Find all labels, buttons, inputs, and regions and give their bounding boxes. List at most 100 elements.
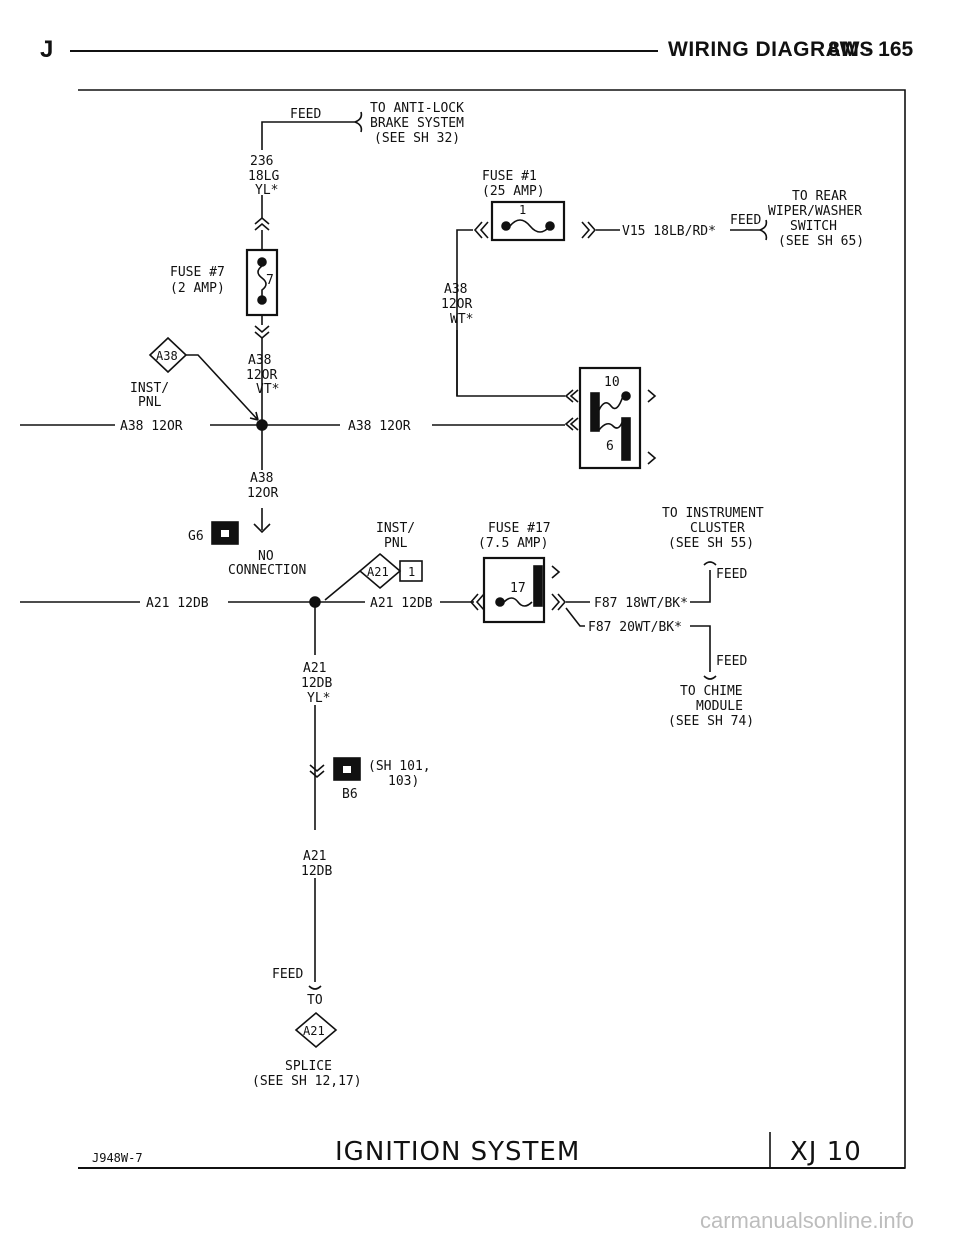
rear-wiper-line-4: (SEE SH 65) — [778, 234, 864, 249]
rear-wiper-line-1: TO REAR — [792, 189, 847, 204]
b6-ref-line-1: (SH 101, — [368, 759, 431, 774]
connector-chevron-top-1 — [254, 216, 270, 231]
header-title: WIRING DIAGRAMS — [668, 38, 874, 61]
f87-20-feed — [690, 625, 711, 672]
fuse7-terminal-top — [257, 257, 267, 267]
splice-feed-label: FEED — [272, 967, 303, 982]
fuse1-element — [509, 219, 551, 233]
g6-label: G6 — [188, 529, 204, 544]
header-page-number: 8W - 165 — [828, 38, 914, 61]
fuse1-right-connector — [581, 221, 597, 239]
conn-right-chevron-top — [647, 389, 657, 403]
conn-left-chevron-top — [564, 389, 579, 403]
connector-pin-6: 6 — [606, 439, 614, 454]
top-feed-label: FEED — [290, 107, 321, 122]
chime-line-2: MODULE — [696, 699, 743, 714]
a21-down2-label: A21 — [303, 849, 326, 864]
fuse1-a38-color: WT* — [450, 312, 473, 327]
a38-inst-arrow — [249, 411, 259, 421]
b6-label: B6 — [342, 787, 358, 802]
conn-right-bar — [621, 417, 631, 461]
fuse1-label: FUSE #1 — [482, 169, 537, 184]
a38-below-gauge: 12OR — [247, 486, 278, 501]
a38-left-wire-label: A38 12OR — [120, 419, 183, 434]
fuse17-label: FUSE #17 — [488, 521, 551, 536]
instr-feed-label: FEED — [716, 567, 747, 582]
a21-pin-number: 1 — [408, 565, 415, 579]
watermark: carmanualsonline.info — [700, 1208, 914, 1233]
fuse17-bar — [533, 565, 543, 607]
a21-down-label: A21 — [303, 661, 326, 676]
fuse7-rating: (2 AMP) — [170, 281, 225, 296]
f87-18-label: F87 18WT/BK* — [594, 596, 688, 611]
no-connection-line-1: NO — [258, 549, 274, 564]
rear-wiper-line-2: WIPER/WASHER — [768, 204, 862, 219]
v15-feed-label: FEED — [730, 213, 761, 228]
a21-pin-box — [399, 560, 423, 582]
v15-feed-arrow — [759, 219, 768, 241]
fuse17-dot-left — [495, 597, 505, 607]
splice-diamond-label: A21 — [303, 1024, 325, 1038]
chime-line-3: (SEE SH 74) — [668, 714, 754, 729]
a21-down-gauge: 12DB — [301, 676, 332, 691]
fuse17-right-top — [551, 565, 561, 579]
connector-chevron-bottom-1 — [254, 325, 270, 340]
splice-to-label: TO — [307, 993, 323, 1008]
a21-down2-gauge: 12DB — [301, 864, 332, 879]
chime-line-1: TO CHIME — [680, 684, 743, 699]
footer-code: J948W-7 — [92, 1151, 143, 1165]
rear-wiper-line-3: SWITCH — [790, 219, 837, 234]
instr-line-1: TO INSTRUMENT — [662, 506, 764, 521]
a21-down-color: YL* — [307, 691, 330, 706]
wire-236-gauge: 18LG — [248, 169, 279, 184]
abs-feed-wire — [261, 121, 355, 150]
f87-20-wire — [565, 607, 585, 627]
v15-wire-label: V15 18LB/RD* — [622, 224, 716, 239]
conn-right-chevron-bottom — [647, 451, 657, 465]
a21-mid-wire-label: A21 12DB — [370, 596, 433, 611]
page-frame — [78, 89, 906, 1169]
wire-236-label: 236 — [250, 154, 273, 169]
fuse17-element — [503, 597, 533, 607]
fuse1-box — [490, 200, 566, 242]
instr-feed-arrow — [703, 561, 717, 566]
fuse1-rating: (25 AMP) — [482, 184, 545, 199]
a21-left-wire-label: A21 12DB — [146, 596, 209, 611]
fuse17-rating: (7.5 AMP) — [478, 536, 548, 551]
chime-feed-arrow — [703, 675, 717, 680]
a21-inst-wire — [324, 570, 361, 601]
fuse1-a38-label: A38 — [444, 282, 467, 297]
header-letter: J — [40, 36, 54, 63]
conn-element-2 — [598, 419, 624, 431]
chime-feed-label: FEED — [716, 654, 747, 669]
fuse17-right-connector — [551, 593, 567, 611]
footer-model: XJ 10 — [790, 1137, 862, 1167]
fuse7-number: 7 — [266, 273, 274, 288]
a38-pnl-label: PNL — [138, 395, 162, 410]
abs-line-3: (SEE SH 32) — [374, 131, 460, 146]
a21-pnl-label: PNL — [384, 536, 408, 551]
b6-ref-line-2: 103) — [388, 774, 419, 789]
conn-element — [598, 395, 624, 411]
b6-chevron — [309, 764, 325, 779]
header-rule — [70, 50, 658, 52]
fuse1-a38-gauge: 12OR — [441, 297, 472, 312]
fuse7-terminal-bottom — [257, 295, 267, 305]
abs-feed-arrow — [354, 111, 363, 133]
g6-no-connect-symbol — [253, 508, 271, 534]
connector-pin-10: 10 — [604, 375, 620, 390]
fuse1-terminal-left — [501, 221, 511, 231]
splice-feed-arrow — [308, 985, 322, 990]
fuse7-element — [257, 265, 267, 296]
fuse17-left-connector — [469, 593, 485, 611]
conn-left-chevron-bottom — [564, 417, 579, 431]
a38-diamond-label: A38 — [156, 349, 178, 363]
abs-line-2: BRAKE SYSTEM — [370, 116, 464, 131]
fuse7-label: FUSE #7 — [170, 265, 225, 280]
fuse17-box — [482, 556, 546, 624]
page-header: J WIRING DIAGRAMS 8W - 165 — [40, 30, 920, 70]
a21-inst-label: INST/ — [376, 521, 415, 536]
instr-line-2: CLUSTER — [690, 521, 745, 536]
a21-splice-diamond — [294, 1011, 338, 1049]
